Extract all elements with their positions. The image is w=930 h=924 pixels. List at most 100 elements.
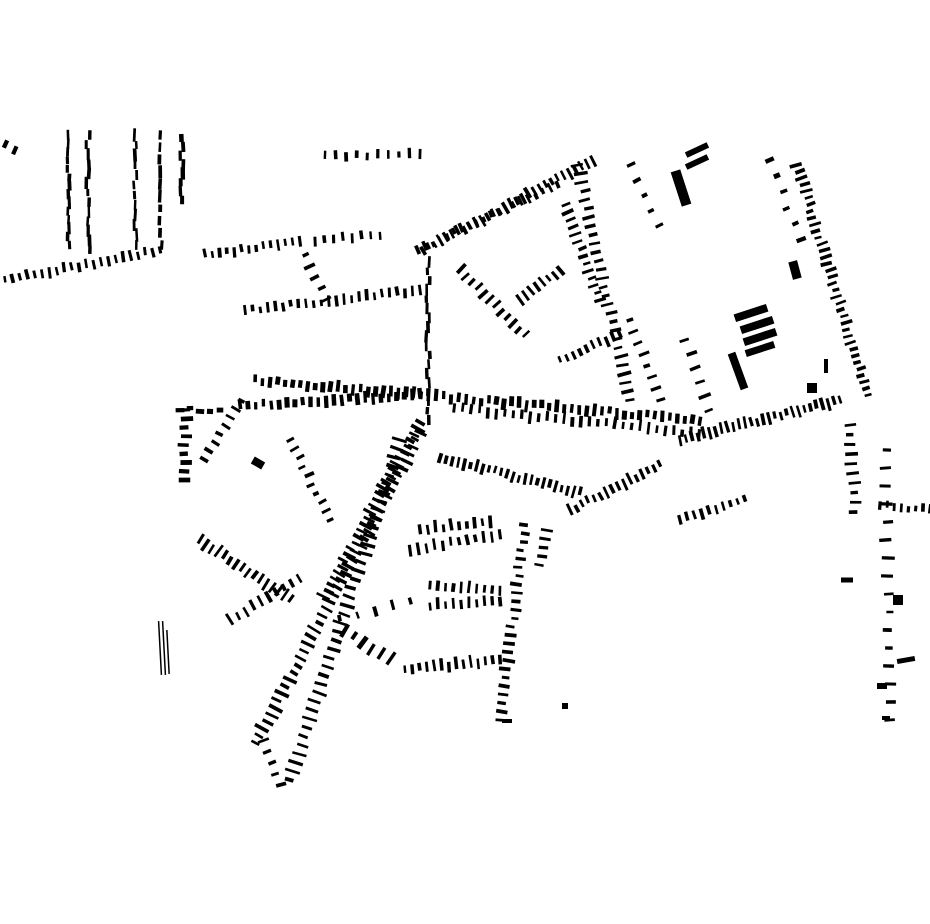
- building: [303, 262, 316, 271]
- building: [573, 170, 588, 177]
- building: [158, 142, 162, 153]
- building: [540, 527, 554, 533]
- building: [358, 230, 364, 240]
- building: [329, 575, 341, 584]
- building: [536, 413, 541, 423]
- building: [389, 599, 396, 611]
- building: [443, 455, 449, 465]
- building: [674, 413, 680, 424]
- building: [65, 156, 70, 165]
- building: [225, 413, 236, 421]
- building: [410, 435, 420, 443]
- building: [468, 654, 473, 668]
- building: [542, 179, 549, 189]
- building: [342, 293, 346, 305]
- building: [250, 304, 255, 312]
- building: [428, 580, 432, 590]
- building: [534, 562, 544, 567]
- building: [372, 497, 388, 505]
- building: [589, 154, 598, 168]
- building: [292, 751, 307, 758]
- building: [571, 239, 583, 245]
- building: [733, 303, 769, 323]
- building: [856, 365, 867, 372]
- building: [807, 402, 814, 412]
- building: [316, 612, 328, 620]
- building: [364, 288, 369, 301]
- building: [247, 245, 251, 254]
- building: [88, 245, 92, 255]
- building: [518, 192, 528, 205]
- building: [296, 742, 309, 749]
- building: [394, 286, 400, 296]
- building: [698, 392, 712, 401]
- building: [363, 527, 376, 537]
- building: [795, 235, 807, 244]
- building: [651, 464, 658, 473]
- building: [629, 411, 635, 420]
- building: [424, 339, 428, 352]
- building: [178, 178, 183, 187]
- building: [350, 630, 359, 641]
- building: [502, 657, 516, 664]
- building: [534, 477, 541, 486]
- building: [214, 430, 224, 438]
- building: [468, 403, 474, 415]
- building: [688, 430, 695, 442]
- building: [490, 655, 496, 665]
- building: [511, 591, 523, 595]
- building: [133, 160, 137, 170]
- building: [810, 228, 821, 235]
- building: [289, 379, 296, 389]
- building: [195, 408, 205, 415]
- building: [626, 317, 634, 323]
- building: [385, 651, 397, 666]
- building: [655, 425, 659, 434]
- building: [608, 483, 616, 495]
- building: [323, 150, 327, 159]
- building: [879, 466, 892, 470]
- building: [602, 486, 611, 499]
- building: [397, 151, 401, 158]
- building: [321, 507, 332, 515]
- building: [596, 336, 603, 347]
- building: [350, 295, 354, 304]
- building: [464, 521, 470, 529]
- building: [845, 432, 854, 437]
- building: [772, 172, 781, 180]
- building: [262, 748, 272, 755]
- building: [879, 484, 891, 488]
- building: [578, 499, 585, 508]
- building: [11, 145, 19, 156]
- building: [880, 574, 894, 578]
- building: [387, 287, 392, 298]
- building: [546, 182, 554, 193]
- building: [498, 585, 502, 596]
- building: [647, 207, 655, 214]
- building: [338, 611, 351, 618]
- building: [287, 758, 304, 767]
- building: [677, 435, 683, 447]
- building: [886, 610, 894, 614]
- building: [516, 195, 524, 206]
- building: [683, 511, 690, 521]
- building: [268, 703, 284, 714]
- building: [401, 392, 407, 400]
- building: [472, 534, 478, 543]
- building: [778, 411, 784, 421]
- building: [587, 416, 592, 427]
- building: [578, 197, 591, 203]
- building: [178, 477, 191, 483]
- building: [548, 177, 555, 186]
- building: [448, 228, 456, 239]
- building: [646, 374, 658, 380]
- building: [294, 654, 307, 663]
- building: [410, 664, 415, 675]
- building: [616, 329, 623, 339]
- building: [220, 549, 230, 560]
- building: [583, 405, 590, 417]
- building: [330, 637, 343, 645]
- building: [559, 484, 564, 493]
- building: [379, 288, 384, 298]
- building: [484, 294, 495, 305]
